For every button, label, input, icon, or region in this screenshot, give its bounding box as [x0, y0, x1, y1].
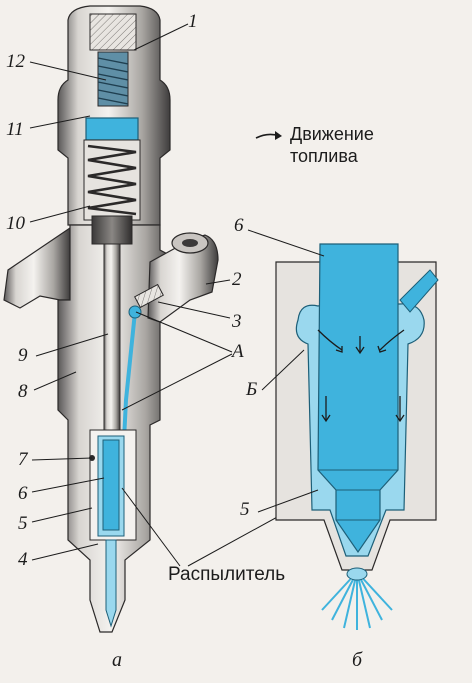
- label-A: А: [232, 341, 244, 362]
- label-8: 8: [18, 381, 28, 402]
- label-6-right: 6: [234, 215, 244, 236]
- label-2: 2: [232, 269, 242, 290]
- label-9: 9: [18, 345, 28, 366]
- needle: [102, 439, 120, 531]
- mounting-flange: [3, 226, 71, 309]
- push-rod: [103, 243, 121, 437]
- label-B: Б: [246, 379, 258, 400]
- nozzle-spring: [87, 144, 137, 216]
- leader-lines-right: [247, 229, 325, 513]
- detail-needle: [317, 243, 399, 554]
- label-7: 7: [18, 449, 28, 470]
- label-5-left: 5: [18, 513, 28, 534]
- fuel-inlet-fitting: [147, 234, 219, 323]
- caption-b: б: [352, 649, 363, 671]
- legend-arrow: [255, 131, 282, 140]
- injector-body: [3, 5, 219, 633]
- nozzle-tip: [105, 539, 117, 628]
- spring-plate: [85, 117, 139, 141]
- spring-seat: [91, 215, 133, 245]
- label-6-left: 6: [18, 483, 28, 504]
- caption-a: а: [112, 649, 122, 671]
- fuel-entry-point: [128, 305, 142, 319]
- top-thread: [89, 13, 137, 51]
- detail-fuel-inlet: [399, 269, 439, 313]
- label-4: 4: [18, 549, 28, 570]
- label-1: 1: [188, 11, 198, 32]
- fuel-spray: [321, 571, 393, 630]
- nozzle-detail: [275, 243, 439, 630]
- label-12: 12: [6, 51, 25, 72]
- label-5-right: 5: [240, 499, 250, 520]
- flow-arrows: [317, 329, 405, 423]
- label-3: 3: [232, 311, 242, 332]
- label-11: 11: [6, 119, 24, 140]
- legend-line-1: Движение: [290, 124, 374, 144]
- sprayer-label: Распылитель: [168, 564, 286, 585]
- inlet-bore: [182, 239, 198, 247]
- inlet-filter: [134, 283, 164, 309]
- legend-line-2: топлива: [290, 146, 358, 166]
- leader-lines-left: [29, 23, 291, 567]
- label-10: 10: [6, 213, 25, 234]
